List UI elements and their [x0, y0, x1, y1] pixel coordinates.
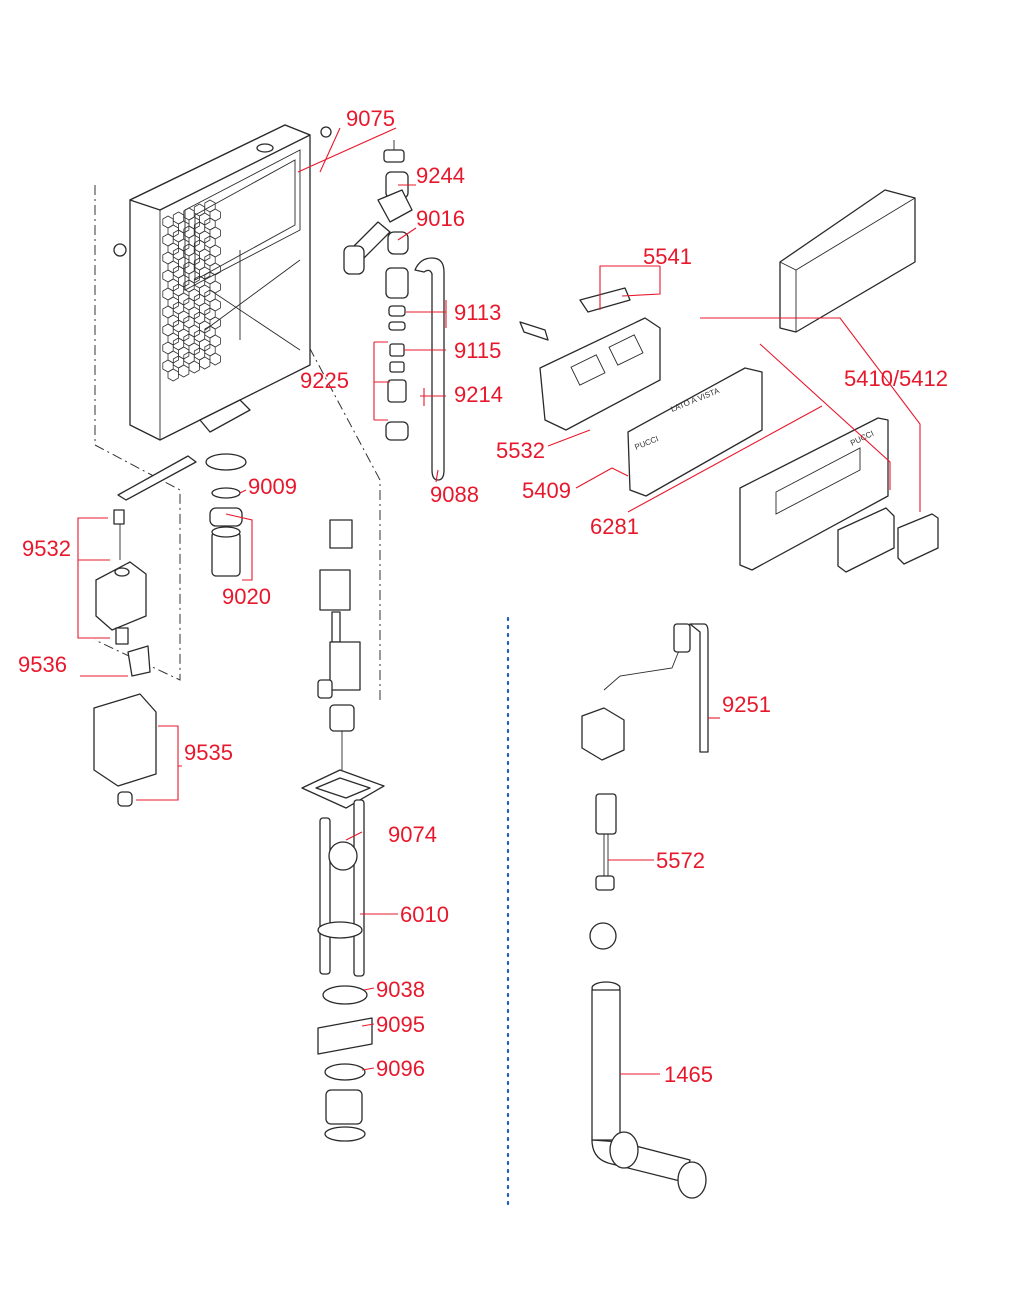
- honeycomb-cell: [209, 352, 221, 366]
- callout-9214: 9214: [454, 382, 503, 407]
- leader-lines: [77, 127, 921, 1075]
- callout-9113: 9113: [454, 300, 501, 325]
- button-support-frames: LATO A VISTA PUCCI: [519, 287, 763, 497]
- callout-5409: 5409: [522, 478, 571, 503]
- callout-9535: 9535: [184, 740, 233, 765]
- flush-plate: PUCCI: [739, 417, 939, 573]
- alternate-float-assembly: [581, 623, 709, 761]
- cistern-tank: [94, 124, 381, 700]
- callout-9251: 9251: [722, 692, 771, 717]
- callout-1465: 1465: [664, 1062, 713, 1087]
- honeycomb-texture: [162, 199, 221, 382]
- callout-9009: 9009: [248, 474, 297, 499]
- fill-valve-stack: [343, 140, 445, 481]
- callout-9075: 9075: [346, 106, 395, 131]
- callouts: 9075 9244 9016 9113 9115 9225 9214 9088 …: [18, 106, 948, 1087]
- callout-9532: 9532: [22, 536, 71, 561]
- callout-9115: 9115: [454, 338, 501, 363]
- flush-valve-column: [301, 519, 385, 1142]
- callout-9095: 9095: [376, 1012, 425, 1037]
- float-lever-assembly: [93, 455, 197, 807]
- callout-9074: 9074: [388, 822, 437, 847]
- callout-5572: 5572: [656, 848, 705, 873]
- callout-9020: 9020: [222, 584, 271, 609]
- callout-9088: 9088: [430, 482, 479, 507]
- callout-5410-5412: 5410/5412: [844, 366, 948, 391]
- alternate-fill-valve: [589, 793, 617, 950]
- wall-box: [779, 189, 916, 333]
- callout-9096: 9096: [376, 1056, 425, 1081]
- outlet-seal-parts: [205, 453, 247, 577]
- callout-9244: 9244: [416, 163, 465, 188]
- callout-9016: 9016: [416, 206, 465, 231]
- callout-6010: 6010: [400, 902, 449, 927]
- callout-9225: 9225: [300, 368, 349, 393]
- callout-5532: 5532: [496, 438, 545, 463]
- callout-5541: 5541: [643, 244, 692, 269]
- callout-9536: 9536: [18, 652, 67, 677]
- flush-pipe: [591, 981, 707, 1199]
- callout-9038: 9038: [376, 977, 425, 1002]
- callout-6281: 6281: [590, 514, 639, 539]
